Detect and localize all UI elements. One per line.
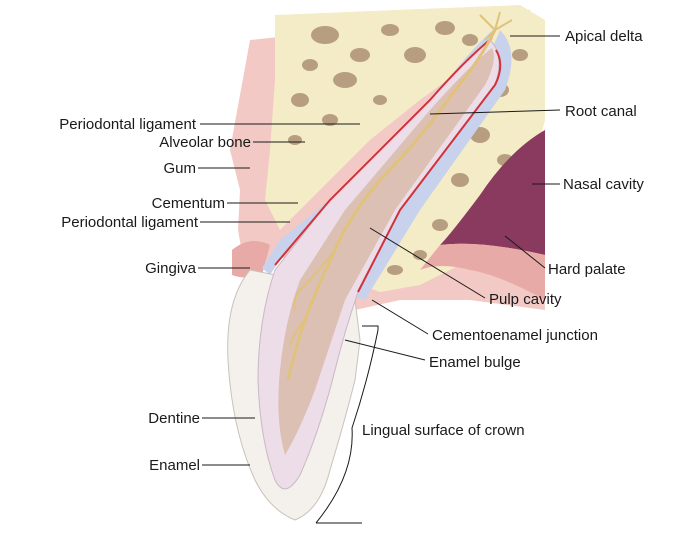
label-hard-palate: Hard palate <box>548 261 626 278</box>
label-cementum: Cementum <box>152 195 225 212</box>
label-nasal-cavity: Nasal cavity <box>563 176 644 193</box>
label-enamel-bulge: Enamel bulge <box>429 354 521 371</box>
label-apical-delta: Apical delta <box>565 28 643 45</box>
leader-hard-palate <box>504 235 546 269</box>
nasal-cavity <box>440 130 545 255</box>
leader-cej <box>371 299 429 335</box>
leader-lingual-bracket <box>315 325 379 524</box>
label-pulp-cavity: Pulp cavity <box>489 291 562 308</box>
leader-pulp-cavity <box>369 227 486 299</box>
cementum-line-inner <box>357 49 502 293</box>
hard-palate <box>420 243 545 300</box>
cementum-line-outer <box>274 37 493 266</box>
label-enamel: Enamel <box>149 457 200 474</box>
label-periodontal-ligament-upper: Periodontal ligament <box>59 116 197 133</box>
label-cementoenamel-junction: Cementoenamel junction <box>432 327 598 344</box>
nerve-branch-2 <box>289 319 306 346</box>
label-lingual-surface: Lingual surface of crown <box>362 422 525 439</box>
pulp-cavity-shape <box>278 48 494 455</box>
label-root-canal: Root canal <box>565 103 637 120</box>
label-alveolar-bone: Alveolar bone <box>159 134 251 151</box>
label-gum: Gum <box>163 160 196 177</box>
leader-enamel-bulge <box>344 339 426 361</box>
apical-delta-branches <box>479 11 513 41</box>
leader-root-canal <box>429 109 561 115</box>
label-periodontal-ligament-lower: Periodontal ligament <box>61 214 199 231</box>
nerve-branch-1 <box>293 249 336 311</box>
label-dentine: Dentine <box>148 410 200 427</box>
label-gingiva: Gingiva <box>145 260 197 277</box>
